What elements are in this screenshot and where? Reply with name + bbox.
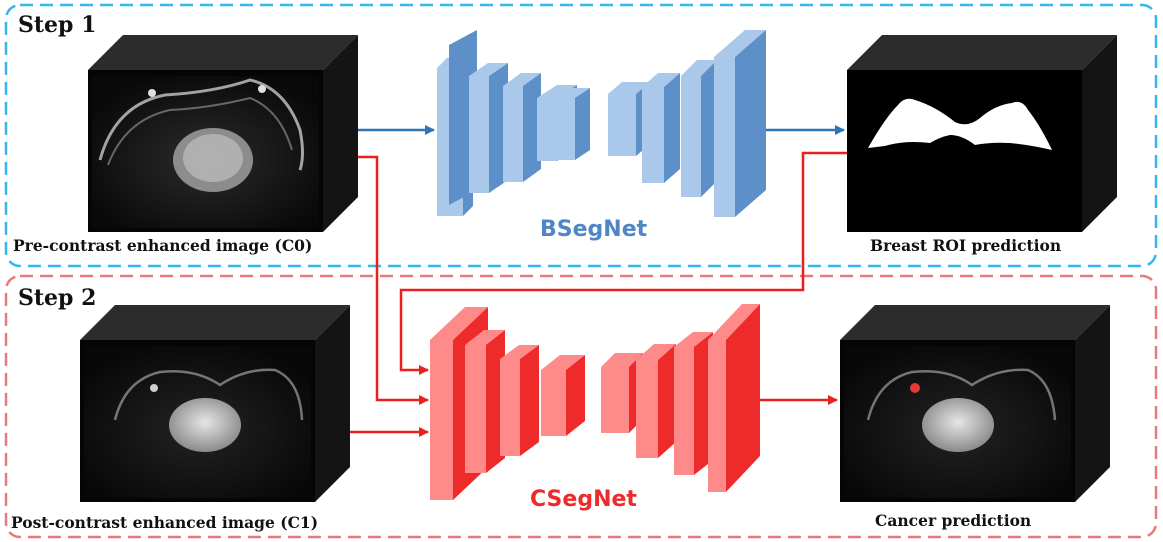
step1-frame (4, 3, 1158, 268)
roi-prediction-cube (847, 35, 1117, 232)
bsegnet-encoder-block (503, 73, 541, 182)
breast-roi-mask (868, 98, 1052, 150)
c0-caption: Pre-contrast enhanced image (C0) (13, 236, 312, 255)
step2-title: Step 2 (18, 285, 96, 311)
bsegnet-encoder-block (547, 88, 590, 160)
step2-frame (4, 274, 1158, 539)
csegnet-network (430, 304, 760, 500)
csegnet-label: CSegNet (530, 487, 637, 512)
bsegnet-network (437, 30, 766, 217)
bsegnet-decoder-block (642, 73, 680, 183)
bsegnet-decoder-block (714, 30, 766, 217)
csegnet-decoder-block (636, 344, 676, 458)
bsegnet-encoder-block (469, 63, 508, 193)
c1-image-cube (80, 305, 350, 502)
csegnet-encoder-block (500, 345, 539, 456)
arrow-c0-to-csegnet (358, 155, 429, 405)
csegnet-decoder-block (674, 332, 713, 475)
csegnet-encoder-block (541, 355, 585, 436)
cancer-caption: Cancer prediction (875, 511, 1031, 530)
cancer-lesion-marker (910, 383, 920, 393)
step1-title: Step 1 (18, 12, 96, 38)
c0-image-cube (88, 35, 358, 232)
bsegnet-decoder-block (681, 60, 717, 197)
csegnet-encoder-block (465, 330, 505, 473)
csegnet-decoder-block (708, 304, 760, 492)
arrow-roi-to-csegnet (399, 151, 847, 375)
c1-caption: Post-contrast enhanced image (C1) (11, 513, 318, 532)
cancer-prediction-cube (840, 305, 1110, 502)
bsegnet-label: BSegNet (540, 217, 648, 242)
roi-caption: Breast ROI prediction (870, 236, 1061, 255)
